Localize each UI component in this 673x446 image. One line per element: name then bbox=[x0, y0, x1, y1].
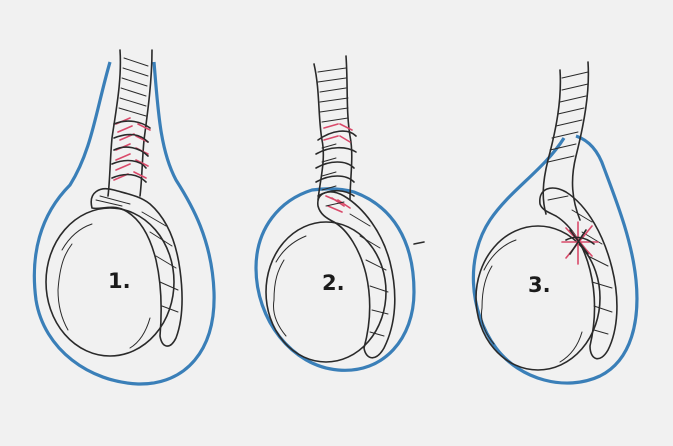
figure-3-label: 3. bbox=[528, 273, 551, 297]
figure-2-epididymis bbox=[317, 191, 396, 359]
figure-1-torsion-coils bbox=[111, 117, 151, 183]
figure-3-torsion-mark bbox=[561, 221, 599, 265]
figure-2-spermatic-cord bbox=[313, 55, 353, 201]
figure-2-label: 2. bbox=[322, 271, 345, 295]
figure-3: 3. bbox=[471, 61, 639, 385]
figure-1-label: 1. bbox=[108, 269, 131, 293]
figure-3-epididymis bbox=[539, 187, 618, 360]
figure-2-testis bbox=[265, 221, 387, 363]
figure-3-testis bbox=[475, 225, 601, 371]
figure-3-spermatic-cord bbox=[542, 61, 590, 221]
figure-1-tunica-outline bbox=[32, 61, 216, 386]
figure-2-tunica-outline bbox=[254, 187, 416, 372]
figure-1-epididymis bbox=[90, 188, 183, 347]
figure-1: 1. bbox=[32, 49, 216, 386]
figure-2-torsion-coils bbox=[315, 123, 357, 213]
figure-3-tunica-outline bbox=[471, 134, 639, 385]
figure-2: 2. bbox=[254, 55, 425, 372]
figure-1-testis bbox=[45, 207, 175, 357]
figure-1-cord-hatching bbox=[118, 57, 149, 117]
